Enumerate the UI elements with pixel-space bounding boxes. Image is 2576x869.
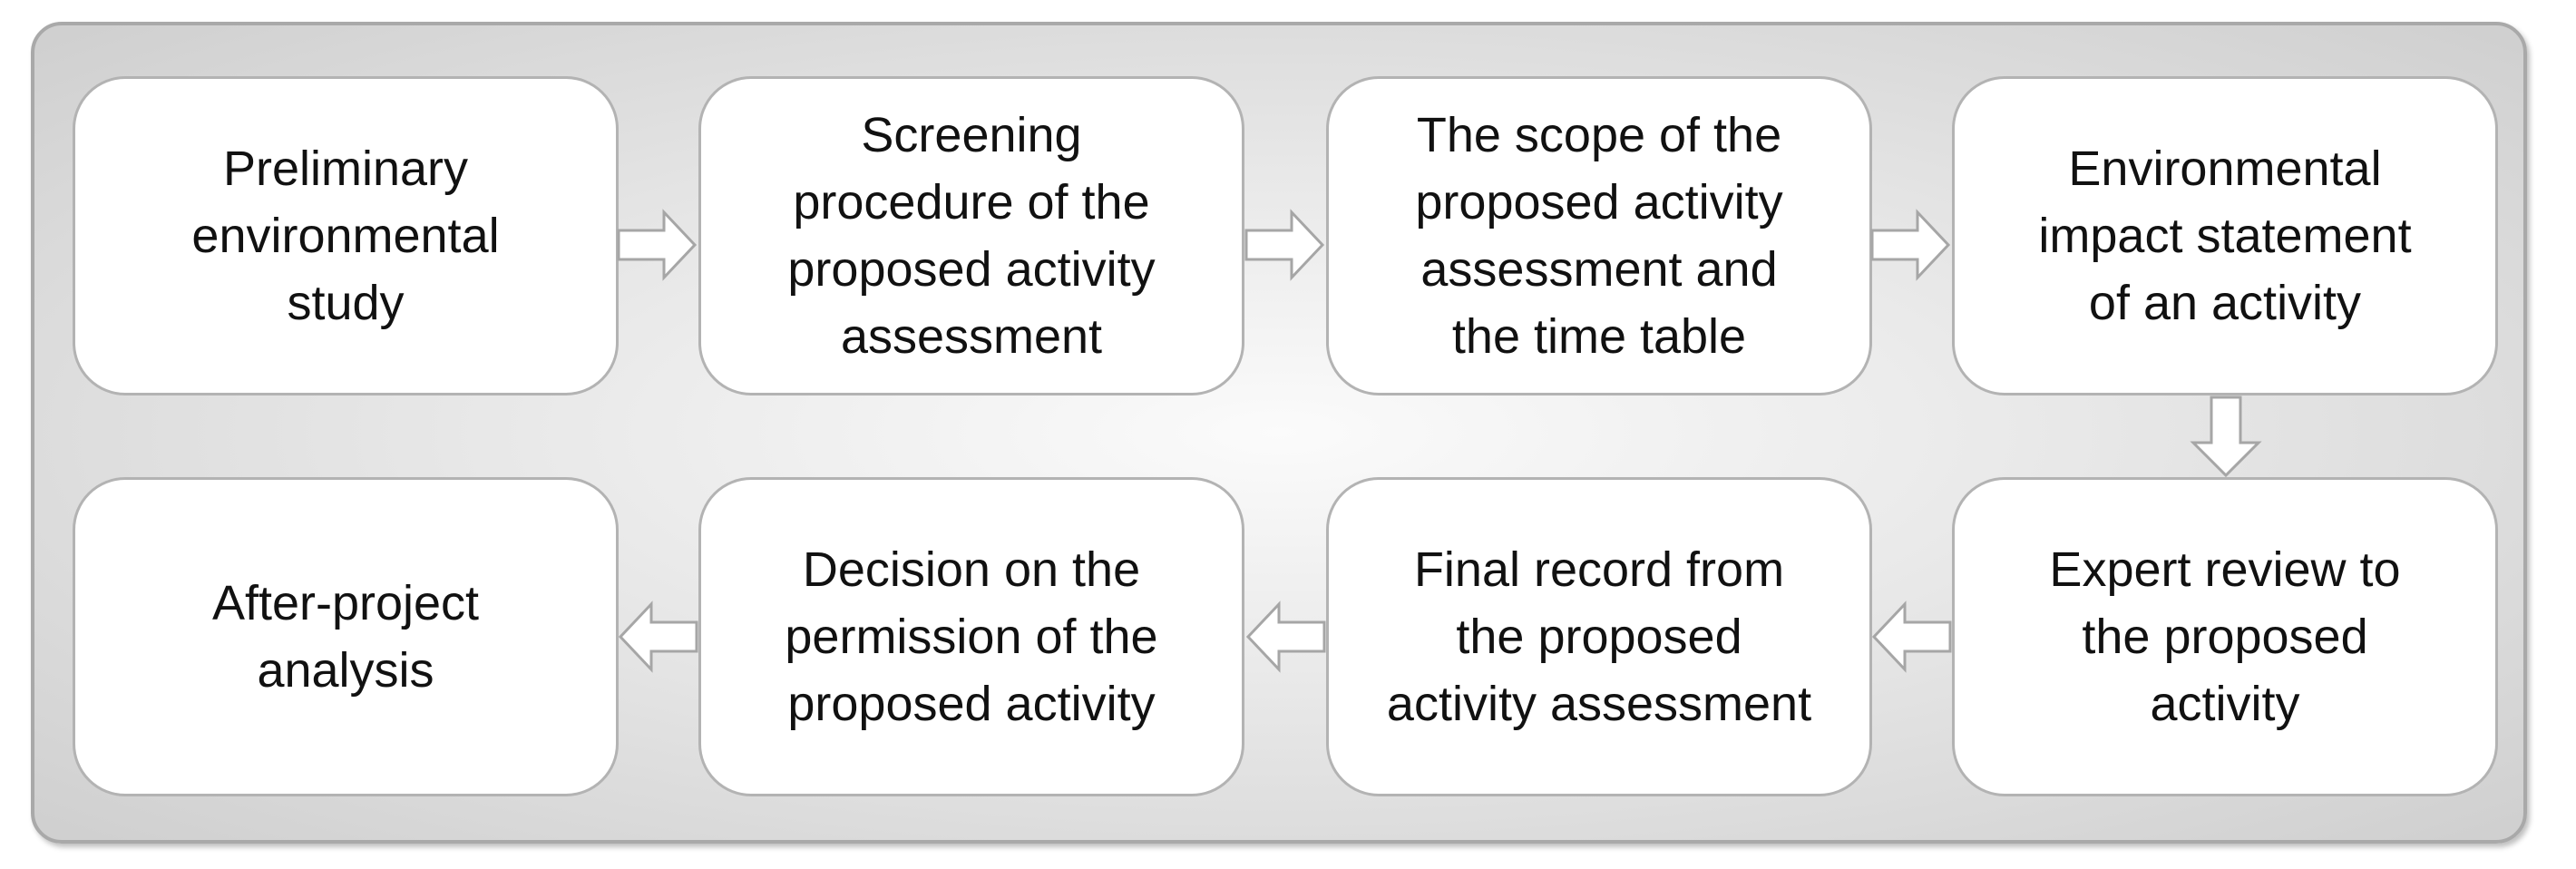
arrow-left-icon [1871,600,1952,673]
step-impact-statement: Environmental impact statement of an act… [1952,76,2498,395]
step-scope-and-timetable: The scope of the proposed activity asses… [1326,76,1872,395]
step-final-record: Final record from the proposed activity … [1326,477,1872,796]
arrow-left-icon [1245,600,1326,673]
arrow-down-icon [2190,395,2262,478]
step-label: Decision on the permission of the propos… [785,542,1158,731]
step-label: Screening procedure of the proposed acti… [787,108,1156,364]
step-after-project-analysis: After-project analysis [73,477,619,796]
arrow-left-icon [618,600,698,673]
arrow-right-icon [1244,209,1325,281]
step-expert-review: Expert review to the proposed activity [1952,477,2498,796]
step-permission-decision: Decision on the permission of the propos… [698,477,1244,796]
step-label: Expert review to the proposed activity [2049,542,2401,731]
step-preliminary-study: Preliminary environmental study [73,76,619,395]
step-label: Preliminary environmental study [191,142,500,330]
step-label: The scope of the proposed activity asses… [1415,108,1783,364]
step-screening-procedure: Screening procedure of the proposed acti… [698,76,1244,395]
arrow-right-icon [1870,209,1951,281]
arrow-right-icon [617,209,698,281]
step-label: Final record from the proposed activity … [1386,542,1812,731]
step-label: After-project analysis [211,576,480,698]
step-label: Environmental impact statement of an act… [2038,142,2412,330]
